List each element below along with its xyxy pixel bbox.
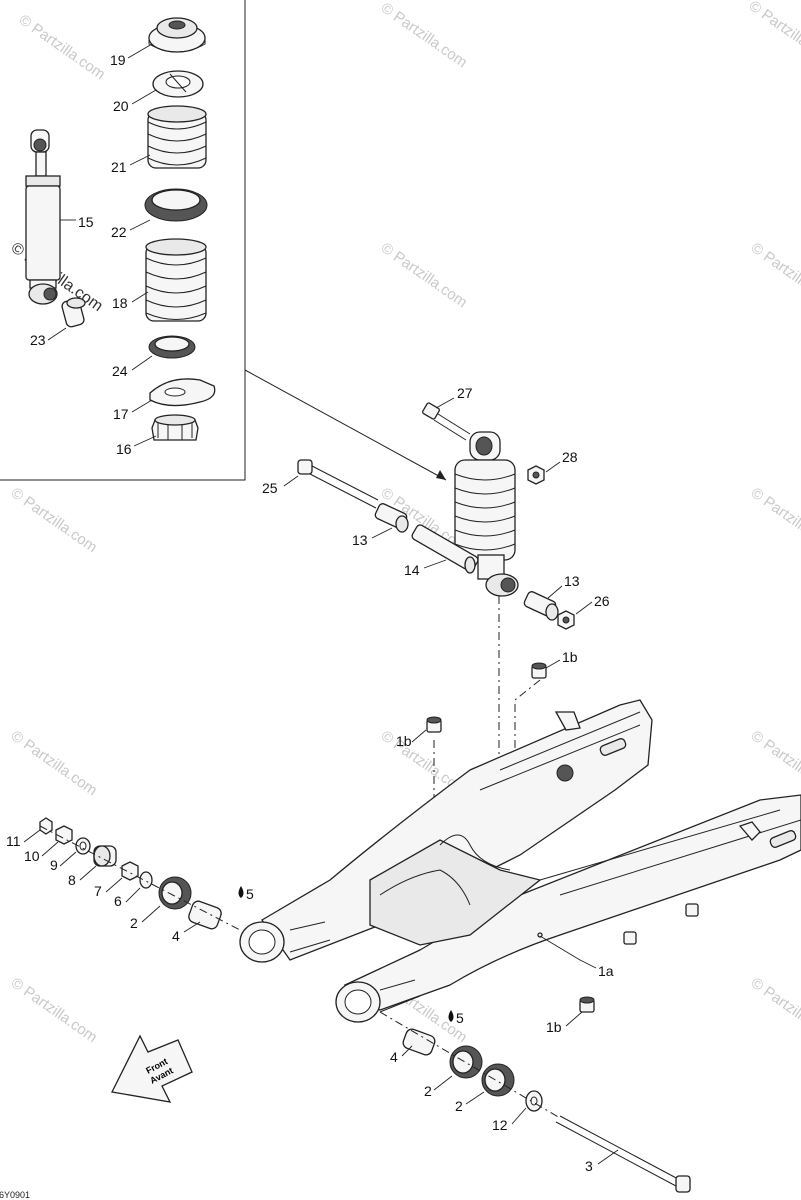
callout-18: 18 (112, 295, 128, 311)
part-22-spring-guide-ring (144, 188, 208, 222)
part-25-bolt (297, 459, 379, 509)
callout-labels: 19 20 21 15 22 18 23 24 17 16 27 28 25 1… (6, 52, 614, 1174)
part-13-spacer-upper (374, 503, 409, 533)
part-1b-grease-fitting-top (531, 662, 547, 679)
part-23-bushing (61, 297, 86, 328)
callout-20: 20 (113, 98, 129, 114)
callout-3: 3 (585, 1158, 593, 1174)
callout-2-right-b: 2 (455, 1098, 463, 1114)
left-pivot-hardware (39, 817, 241, 931)
callout-25: 25 (262, 480, 278, 496)
callout-28: 28 (562, 449, 578, 465)
part-1b-grease-fitting-low (579, 996, 595, 1013)
callout-26: 26 (594, 593, 610, 609)
part-15-shock-absorber-body (25, 129, 61, 305)
callout-10: 10 (24, 848, 40, 864)
part-24-ring (148, 335, 196, 359)
part-28-nut (527, 465, 545, 485)
grease-drop-icon (448, 1010, 454, 1022)
callout-2-left: 2 (130, 915, 138, 931)
callout-4-left: 4 (172, 928, 180, 944)
watermark: © Partzilla.com (748, 727, 801, 799)
callout-5-left: 5 (246, 886, 254, 902)
callout-13-lower: 13 (564, 573, 580, 589)
part-1a-swing-arm (239, 699, 801, 1023)
callout-12: 12 (492, 1117, 508, 1133)
callout-7: 7 (94, 883, 102, 899)
callout-9: 9 (50, 857, 58, 873)
watermark: © Partzilla.com (378, 239, 471, 311)
part-13-spacer-lower (523, 591, 559, 621)
callout-17: 17 (113, 406, 129, 422)
callout-6: 6 (114, 893, 122, 909)
part-19-spring-seat (148, 17, 206, 53)
part-18-lower-spring (145, 238, 207, 322)
front-direction-arrow: Front Avant (111, 1034, 193, 1103)
part-20-retainer-clip (152, 70, 204, 98)
part-16-adjuster-nut (151, 414, 199, 441)
callout-27: 27 (457, 385, 473, 401)
callout-11: 11 (6, 833, 21, 849)
callout-21: 21 (111, 159, 127, 175)
installed-shock-assembly (454, 431, 519, 597)
part-14-sleeve (411, 524, 479, 574)
callout-1b-top: 1b (562, 649, 578, 665)
callout-1a: 1a (598, 963, 614, 979)
inset-pointer-arrowhead (436, 470, 446, 480)
watermark: © Partzilla.com (746, 0, 801, 69)
watermark: © Partzilla.com (8, 727, 101, 799)
inset-pointer-line (244, 369, 447, 481)
watermark: © Partzilla.com (8, 974, 101, 1046)
watermark: © Partzilla.com (748, 974, 801, 1046)
callout-22: 22 (111, 224, 127, 240)
callout-14: 14 (404, 562, 420, 578)
watermark: © Partzilla.com (378, 0, 471, 71)
callout-1b-low: 1b (546, 1019, 562, 1035)
watermark: © Partzilla.com (748, 484, 801, 556)
part-17-plate (149, 378, 216, 407)
part-21-upper-spring (147, 105, 207, 169)
part-1b-grease-fitting-mid (426, 716, 442, 733)
right-pivot-hardware (379, 1011, 691, 1193)
callout-13-upper: 13 (352, 532, 368, 548)
leader-lines (23, 43, 619, 1165)
callout-8: 8 (68, 872, 76, 888)
callout-16: 16 (116, 441, 132, 457)
grease-drop-icon (238, 886, 244, 898)
part-26-nut (557, 610, 575, 630)
callout-24: 24 (112, 363, 128, 379)
callout-19: 19 (110, 52, 126, 68)
callout-5-right: 5 (456, 1010, 464, 1026)
callout-23: 23 (30, 332, 46, 348)
watermark: © Partzilla.com (8, 484, 101, 556)
part-27-bolt (422, 402, 471, 441)
drawing-code: 26Y0901 (0, 1190, 30, 1200)
inset-frame (0, 0, 246, 481)
callout-2-right-a: 2 (424, 1083, 432, 1099)
callout-4-right: 4 (390, 1049, 398, 1065)
watermark: © Partzilla.com (748, 239, 801, 311)
callout-1b-mid: 1b (396, 733, 412, 749)
callout-15: 15 (78, 214, 94, 230)
watermark: © Partzilla.com (16, 11, 109, 83)
